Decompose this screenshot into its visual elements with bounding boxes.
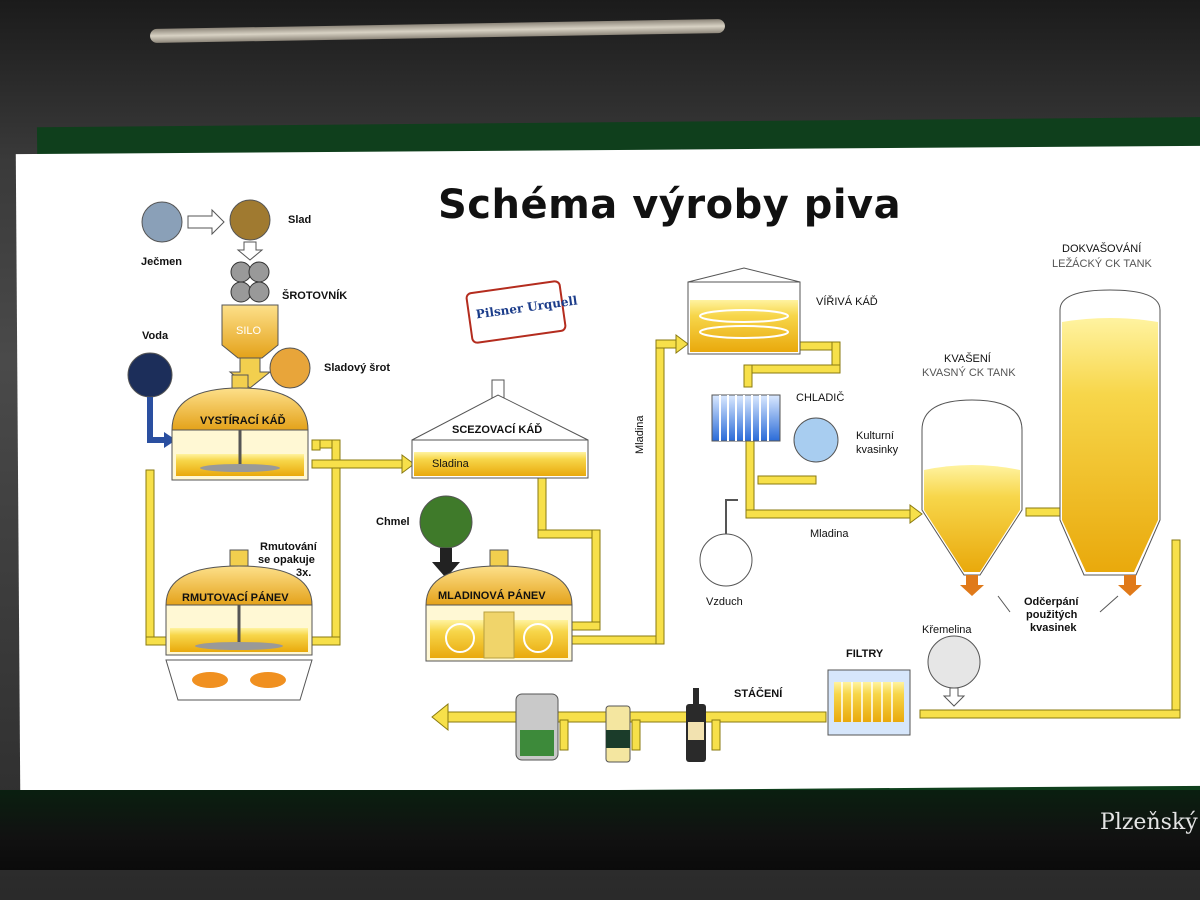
label-odcerpani-1: Odčerpání bbox=[1024, 596, 1079, 608]
label-scezovaci-kad: SCEZOVACÍ KÁĎ bbox=[452, 424, 543, 436]
label-sladina: Sladina bbox=[432, 458, 469, 470]
chmel-icon bbox=[419, 495, 473, 549]
label-rmutovani-1: Rmutování bbox=[260, 541, 317, 553]
keg-icon bbox=[515, 693, 559, 761]
pipe-left-down bbox=[145, 469, 155, 646]
label-odcerpani-3: kvasinek bbox=[1030, 622, 1077, 634]
label-voda: Voda bbox=[142, 330, 169, 342]
pipe-to-filtry bbox=[919, 709, 1181, 719]
pipe-kad-out bbox=[311, 439, 321, 451]
pipe-to-scezovaci bbox=[311, 459, 403, 469]
label-kvaseni: KVAŠENÍ bbox=[944, 353, 991, 365]
label-staceni: STÁČENÍ bbox=[734, 688, 783, 700]
rmutovaci-panev-vessel bbox=[165, 549, 313, 701]
vystiraci-kad-vessel bbox=[171, 374, 309, 481]
label-mladina-vertical: Mladina bbox=[634, 415, 646, 454]
vzduch-line bbox=[725, 499, 738, 534]
odcerpani-line-right bbox=[1099, 595, 1119, 613]
label-mladinova-panev: MLADINOVÁ PÁNEV bbox=[438, 590, 546, 602]
label-rmutovani-2: se opakuje bbox=[258, 554, 315, 566]
label-chladic: CHLADIČ bbox=[796, 392, 845, 404]
pipe-panev-out bbox=[569, 635, 661, 645]
arrow-jecmen-slad bbox=[187, 208, 225, 236]
silo-icon bbox=[221, 304, 279, 359]
arrow-to-kvaseni bbox=[909, 504, 923, 524]
chladic-cooler-icon bbox=[711, 394, 781, 442]
filtry-vessel bbox=[827, 669, 911, 736]
label-vzduch: Vzduch bbox=[706, 596, 743, 608]
voda-pipe bbox=[147, 397, 165, 443]
label-srotovnik: ŠROTOVNÍK bbox=[282, 290, 348, 302]
kulturni-kvasinky-icon bbox=[793, 417, 839, 463]
label-slad: Slad bbox=[288, 214, 312, 226]
pipe-chladic-in bbox=[743, 364, 753, 388]
label-kulturni-2: kvasinky bbox=[856, 444, 899, 456]
brand-signature: Plzeňský bbox=[1100, 810, 1198, 835]
logo-text: Pilsner Urquell bbox=[474, 293, 579, 322]
pipe-scez-to-panev bbox=[591, 529, 601, 631]
label-kremelina: Křemelina bbox=[922, 624, 972, 636]
pipe-network bbox=[145, 334, 1181, 751]
jecmen-icon bbox=[141, 201, 183, 243]
arrow-to-viriva bbox=[675, 334, 689, 354]
label-silo: SILO bbox=[236, 325, 262, 337]
mladinova-panev-vessel bbox=[425, 549, 573, 662]
label-rmutovani-3: 3x. bbox=[296, 567, 312, 579]
pipe-to-chladic bbox=[743, 364, 841, 374]
poster-bottom-band bbox=[0, 790, 1200, 870]
arrow-to-scezovaci bbox=[401, 454, 415, 474]
label-chmel: Chmel bbox=[376, 516, 410, 528]
pipe-rmut-riser bbox=[331, 439, 341, 641]
label-odcerpani-2: použitých bbox=[1026, 609, 1078, 621]
pipe-mladina-riser bbox=[655, 339, 665, 645]
arrow-silo-down bbox=[228, 357, 272, 389]
label-kulturni-1: Kulturní bbox=[856, 430, 894, 442]
pipe-scez-right bbox=[537, 529, 601, 539]
lezacky-ck-tank bbox=[1059, 289, 1161, 596]
pipe-mladina-right bbox=[745, 509, 912, 519]
label-dokvasovani: DOKVAŠOVÁNÍ bbox=[1062, 243, 1142, 255]
arrow-slad-down bbox=[236, 241, 264, 261]
arrow-chmel-down bbox=[432, 548, 460, 578]
kremelina-icon bbox=[927, 635, 981, 689]
pipe-dokvas-down bbox=[1171, 539, 1181, 716]
pipe-to-viriva bbox=[655, 339, 679, 349]
scezovaci-kad-vessel bbox=[411, 379, 589, 479]
vzduch-icon bbox=[699, 533, 753, 587]
slad-icon bbox=[229, 199, 271, 241]
label-rmutovaci-panev: RMUTOVACÍ PÁNEV bbox=[182, 592, 289, 604]
label-vystiraci-kad: VYSTÍRACÍ KÁĎ bbox=[200, 415, 286, 427]
page-title: Schéma výroby piva bbox=[438, 182, 902, 228]
arrow-voda bbox=[164, 432, 176, 448]
kvasny-ck-tank bbox=[921, 399, 1023, 596]
can-icon bbox=[605, 705, 631, 763]
label-sladovy-srot: Sladový šrot bbox=[324, 362, 391, 374]
pipe-bottle-drop bbox=[711, 719, 721, 751]
pipe-scez-down bbox=[537, 474, 547, 536]
pipe-chladic-down bbox=[745, 439, 755, 516]
label-jecmen: Ječmen bbox=[141, 256, 182, 268]
label-filtry: FILTRY bbox=[846, 648, 884, 660]
arrow-kremelina bbox=[942, 687, 966, 707]
odcerpani-line-left bbox=[997, 595, 1011, 613]
voda-icon bbox=[127, 352, 173, 398]
label-kvasny-tank: KVASNÝ CK TANK bbox=[922, 367, 1016, 379]
pipe-can-drop bbox=[631, 719, 641, 751]
pipe-left-bottom bbox=[145, 636, 167, 646]
label-viriva-kad: VÍŘIVÁ KÁĎ bbox=[816, 296, 878, 308]
srotovnik-mill-icon bbox=[230, 261, 270, 303]
bottle-icon bbox=[686, 688, 706, 762]
viriva-kad-vessel bbox=[687, 267, 801, 355]
sladovy-srot-icon bbox=[269, 347, 311, 389]
pipe-yeast-in bbox=[757, 475, 817, 485]
label-lezacky-tank: LEŽÁCKÝ CK TANK bbox=[1052, 258, 1152, 270]
arrow-staceni-out bbox=[431, 702, 449, 732]
label-mladina: Mladina bbox=[810, 528, 849, 540]
pipe-into-panev bbox=[571, 621, 601, 631]
pipe-keg-drop bbox=[559, 719, 569, 751]
